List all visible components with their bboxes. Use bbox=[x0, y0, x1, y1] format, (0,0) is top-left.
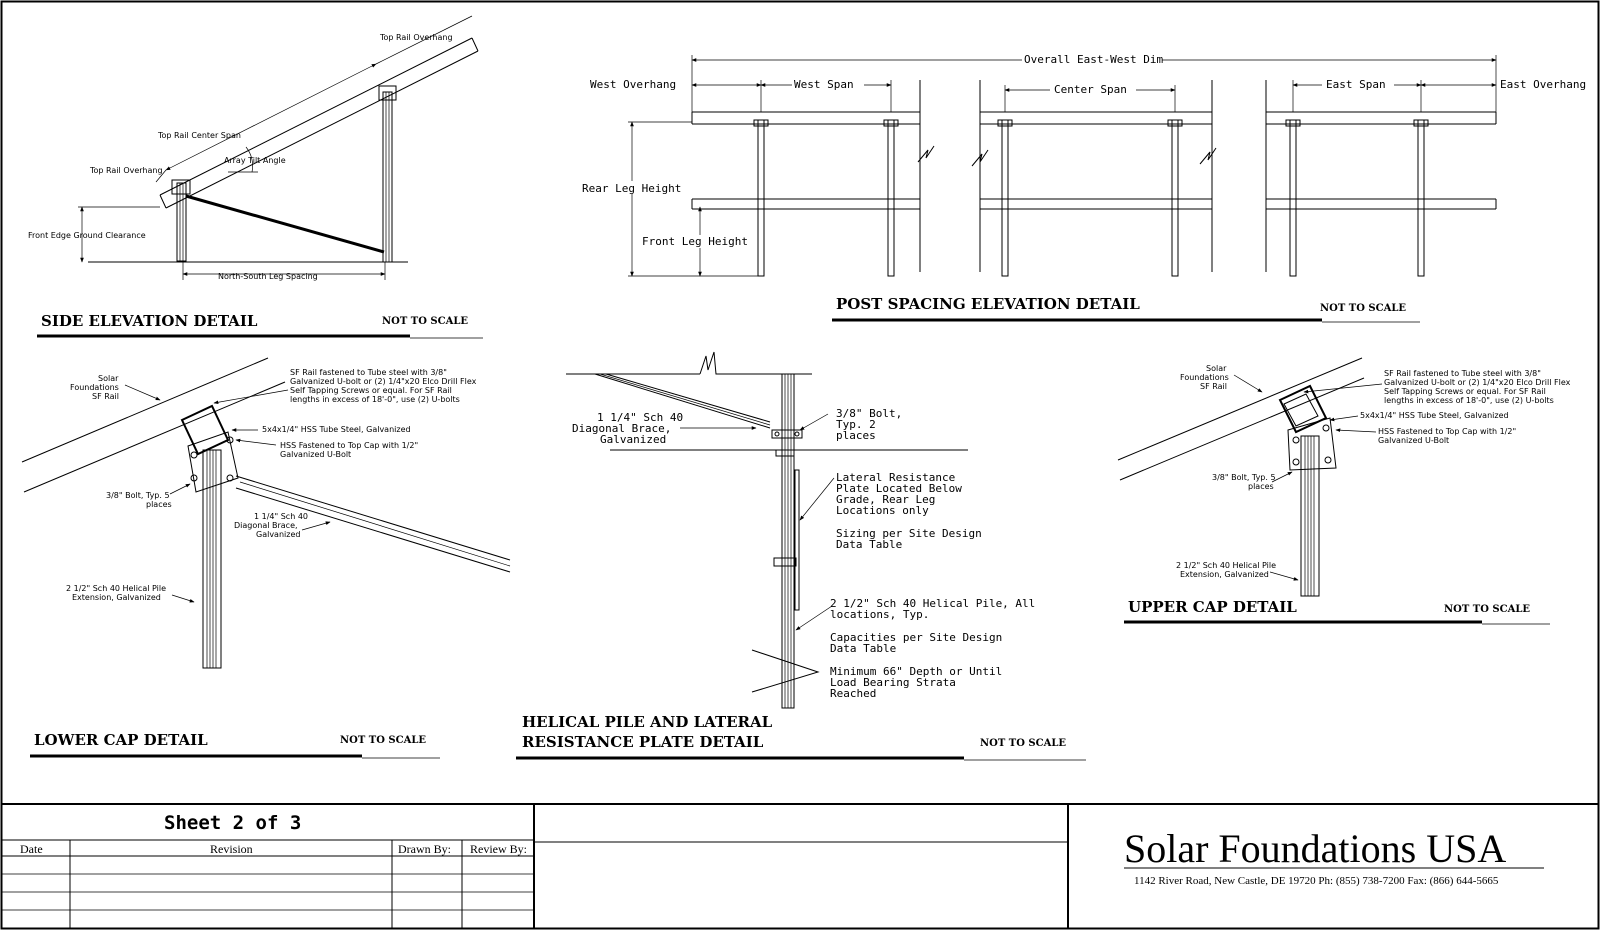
upper-cap-rail-label-3: SF Rail bbox=[1200, 382, 1227, 391]
lower-cap-rail-label-2: Foundations bbox=[70, 383, 119, 392]
post-spacing-scale: NOT TO SCALE bbox=[1320, 303, 1406, 314]
company-name: Solar Foundations USA bbox=[1124, 826, 1506, 871]
lower-cap-detail: Solar Foundations SF Rail SF Rail fasten… bbox=[21, 357, 511, 759]
upper-cap-rail-label-1: Solar bbox=[1206, 364, 1227, 373]
top-rail-overhang-bottom-label: Top Rail Overhang bbox=[89, 166, 163, 175]
upper-cap-fastening-1: SF Rail fastened to Tube steel with 3/8" bbox=[1384, 369, 1541, 378]
upper-cap-pile-2: Extension, Galvanized bbox=[1180, 570, 1269, 579]
helical-capacities-1: Capacities per Site Design bbox=[830, 631, 1002, 644]
upper-cap-pile-1: 2 1/2" Sch 40 Helical Pile bbox=[1176, 561, 1276, 570]
sheet-number: Sheet 2 of 3 bbox=[164, 812, 301, 834]
title-block: Sheet 2 of 3 Date Revision Drawn By: Rev… bbox=[2, 803, 1598, 928]
upper-cap-bolt-2: places bbox=[1248, 482, 1274, 491]
front-leg-height-label: Front Leg Height bbox=[642, 235, 748, 248]
lower-cap-fastening-3: Self Tapping Screws or equal. For SF Rai… bbox=[290, 386, 452, 395]
company-address: 1142 River Road, New Castle, DE 19720 Ph… bbox=[1134, 875, 1499, 887]
upper-cap-rail-label-2: Foundations bbox=[1180, 373, 1229, 382]
helical-depth-1: Minimum 66" Depth or Until bbox=[830, 665, 1002, 678]
upper-cap-hss-fastened-2: Galvanized U-Bolt bbox=[1378, 436, 1449, 445]
lower-cap-fastening-2: Galvanized U-bolt or (2) 1/4"x20 Elco Dr… bbox=[290, 377, 477, 386]
diagonal-brace bbox=[185, 194, 385, 254]
column-review-by: Review By: bbox=[470, 842, 527, 856]
upper-cap-hss-tube: 5x4x1/4" HSS Tube Steel, Galvanized bbox=[1360, 411, 1509, 420]
lower-cap-hss-fastened-1: HSS Fastened to Top Cap with 1/2" bbox=[280, 441, 418, 450]
helical-brace-2: Diagonal Brace, bbox=[572, 422, 671, 435]
helical-brace-1: 1 1/4" Sch 40 bbox=[597, 411, 683, 424]
lower-cap-brace-2: Diagonal Brace, bbox=[234, 521, 298, 530]
helical-brace-3: Galvanized bbox=[600, 433, 666, 446]
lower-cap-scale: NOT TO SCALE bbox=[340, 735, 426, 746]
lower-cap-fastening-4: lengths in excess of 18'-0", use (2) U-b… bbox=[290, 395, 460, 404]
helical-plate-1: Lateral Resistance bbox=[836, 471, 955, 484]
helical-pile-2: locations, Typ. bbox=[830, 608, 929, 621]
west-span-label: West Span bbox=[794, 78, 854, 91]
lower-cap-rail-label-1: Solar bbox=[98, 374, 119, 383]
top-rail-center-span-label: Top Rail Center Span bbox=[157, 131, 241, 140]
west-overhang-label: West Overhang bbox=[590, 78, 676, 91]
upper-cap-bolt-1: 3/8" Bolt, Typ. 5 bbox=[1212, 473, 1276, 482]
lower-cap-pile-2: Extension, Galvanized bbox=[72, 593, 161, 602]
helical-depth-3: Reached bbox=[830, 687, 876, 700]
helical-depth-2: Load Bearing Strata bbox=[830, 676, 956, 689]
overall-dim-label: Overall East-West Dim bbox=[1024, 53, 1163, 66]
rear-leg bbox=[378, 85, 397, 263]
helical-bolt-2: Typ. 2 bbox=[836, 418, 876, 431]
front-leg bbox=[171, 179, 191, 262]
helical-sizing-1: Sizing per Site Design bbox=[836, 527, 982, 540]
north-south-leg-spacing-label: North-South Leg Spacing bbox=[218, 272, 318, 281]
center-span-label: Center Span bbox=[1054, 83, 1127, 96]
column-date: Date bbox=[20, 842, 43, 856]
helical-bolt-1: 3/8" Bolt, bbox=[836, 407, 902, 420]
upper-cap-hss-fastened-1: HSS Fastened to Top Cap with 1/2" bbox=[1378, 427, 1516, 436]
helical-capacities-2: Data Table bbox=[830, 642, 896, 655]
column-revision: Revision bbox=[210, 842, 253, 856]
helical-plate-2: Plate Located Below bbox=[836, 482, 962, 495]
rear-leg-height-label: Rear Leg Height bbox=[582, 182, 681, 195]
lower-cap-bolt-1: 3/8" Bolt, Typ. 5 bbox=[106, 491, 170, 500]
helical-title-1: HELICAL PILE AND LATERAL bbox=[522, 713, 773, 731]
lower-cap-title: LOWER CAP DETAIL bbox=[34, 731, 208, 749]
east-span-label: East Span bbox=[1326, 78, 1386, 91]
post-spacing-elevation-detail: Overall East-West Dim West Overhang West… bbox=[582, 53, 1586, 323]
helical-bolt-3: places bbox=[836, 429, 876, 442]
upper-cap-scale: NOT TO SCALE bbox=[1444, 604, 1530, 615]
helical-scale: NOT TO SCALE bbox=[980, 738, 1066, 749]
upper-cap-title: UPPER CAP DETAIL bbox=[1128, 598, 1297, 616]
lower-cap-bolt-2: places bbox=[146, 500, 172, 509]
lower-cap-pile-1: 2 1/2" Sch 40 Helical Pile bbox=[66, 584, 166, 593]
side-elevation-scale: NOT TO SCALE bbox=[382, 316, 468, 327]
column-drawn-by: Drawn By: bbox=[398, 842, 451, 856]
upper-cap-fastening-3: Self Tapping Screws or equal. For SF Rai… bbox=[1384, 387, 1546, 396]
post-spacing-title: POST SPACING ELEVATION DETAIL bbox=[836, 295, 1140, 313]
helical-pile-detail: 1 1/4" Sch 40 Diagonal Brace, Galvanized… bbox=[516, 351, 1086, 761]
side-elevation-title: SIDE ELEVATION DETAIL bbox=[41, 312, 258, 330]
east-overhang-label: East Overhang bbox=[1500, 78, 1586, 91]
lower-cap-brace-3: Galvanized bbox=[256, 530, 300, 539]
array-tilt-angle-label: Array Tilt Angle bbox=[224, 156, 286, 165]
top-rail-overhang-top-label: Top Rail Overhang bbox=[379, 33, 453, 42]
front-edge-clearance-label: Front Edge Ground Clearance bbox=[28, 231, 146, 240]
helical-pile-1: 2 1/2" Sch 40 Helical Pile, All bbox=[830, 597, 1035, 610]
upper-cap-detail: Solar Foundations SF Rail SF Rail fasten… bbox=[1117, 357, 1571, 625]
helical-plate-3: Grade, Rear Leg bbox=[836, 493, 935, 506]
helical-title-2: RESISTANCE PLATE DETAIL bbox=[522, 733, 764, 751]
lower-cap-hss-fastened-2: Galvanized U-Bolt bbox=[280, 450, 351, 459]
lower-cap-rail-label-3: SF Rail bbox=[92, 392, 119, 401]
lower-cap-brace-1: 1 1/4" Sch 40 bbox=[254, 512, 308, 521]
lower-cap-fastening-1: SF Rail fastened to Tube steel with 3/8" bbox=[290, 368, 447, 377]
posts bbox=[753, 119, 1429, 277]
side-elevation-detail: Top Rail Overhang Top Rail Center Span T… bbox=[28, 15, 483, 339]
upper-cap-fastening-4: lengths in excess of 18'-0", use (2) U-b… bbox=[1384, 396, 1554, 405]
helical-plate-4: Locations only bbox=[836, 504, 929, 517]
lower-cap-hss-tube: 5x4x1/4" HSS Tube Steel, Galvanized bbox=[262, 425, 411, 434]
helical-sizing-2: Data Table bbox=[836, 538, 902, 551]
upper-cap-fastening-2: Galvanized U-bolt or (2) 1/4"x20 Elco Dr… bbox=[1384, 378, 1571, 387]
